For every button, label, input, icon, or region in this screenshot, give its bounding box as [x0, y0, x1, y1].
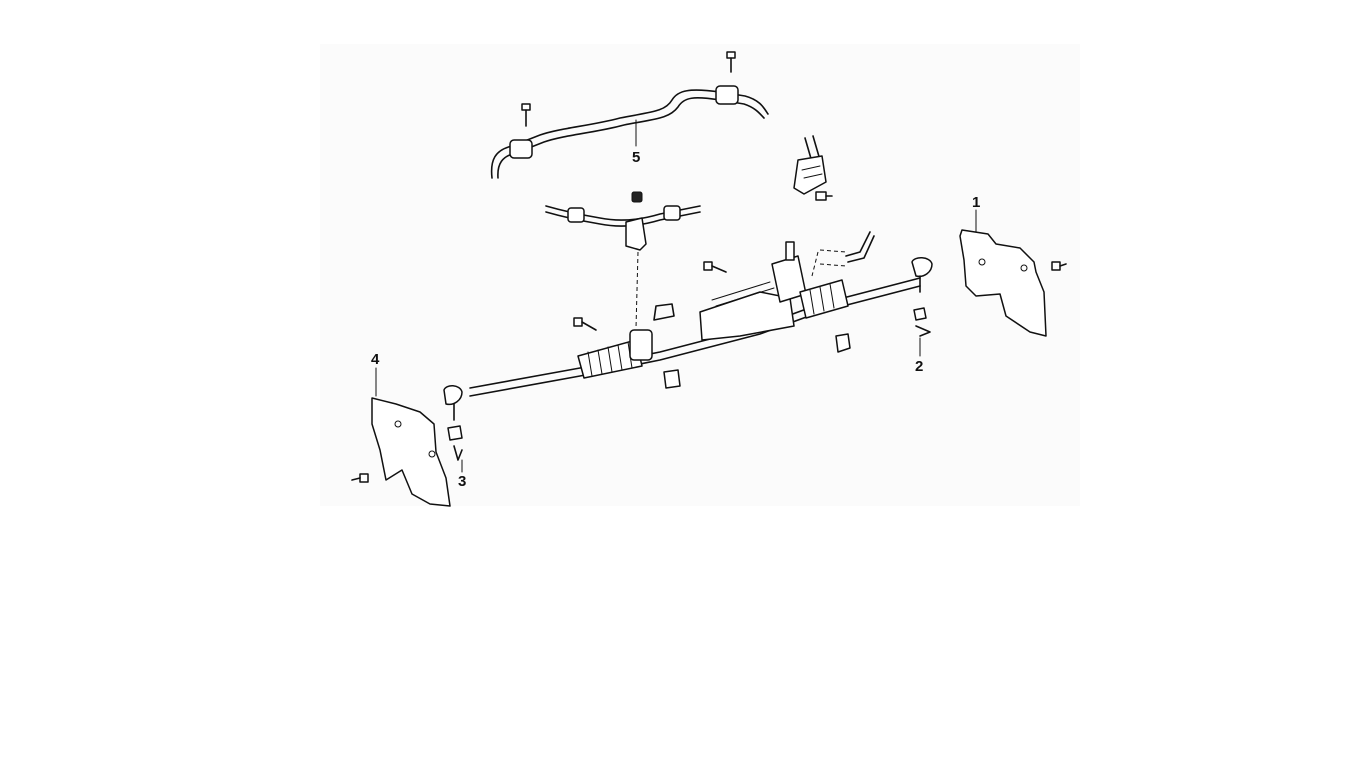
tie-rod-end-right: [911, 257, 933, 321]
bushing-left-shape: [509, 139, 533, 159]
cotter-pin-left: [453, 445, 463, 461]
callout-2: 2: [915, 358, 923, 375]
splash-shield-left: [351, 397, 451, 507]
steering-rack-assembly: [469, 241, 921, 397]
intermediate-shaft: [793, 135, 833, 201]
hydraulic-pipes: [545, 191, 875, 329]
pipe-clamp-shape: [625, 217, 647, 251]
callout-3: 3: [458, 473, 466, 490]
bushing-right-shape: [715, 85, 739, 105]
tie-rod-end-left: [443, 385, 463, 441]
mounting-bolt-upper: [703, 261, 727, 273]
splash-shield-right: [959, 229, 1067, 337]
callout-4: 4: [371, 351, 380, 368]
parts-diagram-panel: [320, 44, 1080, 506]
callout-1: 1: [972, 194, 980, 211]
stabilizer-bar: [490, 85, 769, 179]
cotter-pin-right: [915, 325, 931, 337]
mounting-bolt-left: [573, 317, 597, 331]
callout-5: 5: [632, 149, 640, 166]
stabilizer-bolt-left: [521, 103, 531, 127]
stabilizer-bolt-right: [726, 51, 736, 73]
